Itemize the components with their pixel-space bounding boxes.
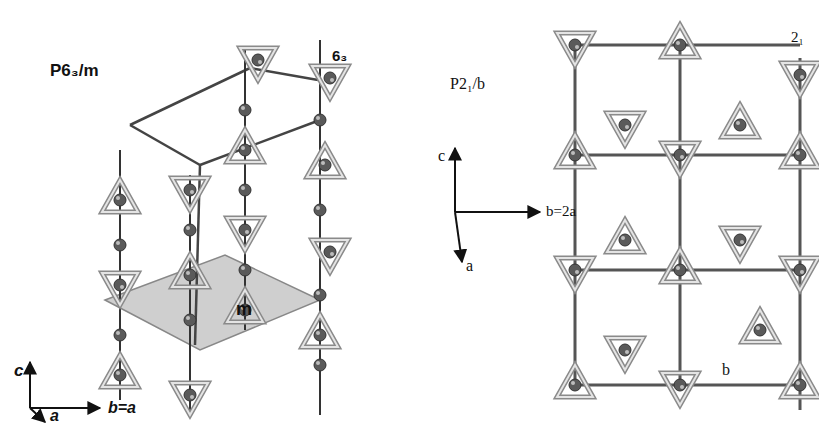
structure-part [172,383,208,415]
structure-part [782,258,818,290]
structure-part [102,180,138,212]
structure-part [575,269,800,272]
structure-part [105,255,320,350]
structure-part [575,44,800,47]
axes-left [30,362,100,422]
axis-label: b=2a [546,204,576,219]
structure-part [314,359,326,371]
triangle-groups [557,25,818,405]
structure-part [575,384,800,387]
structure-part [314,289,326,301]
structure-part [30,408,45,422]
structure-part [239,264,251,276]
structure-part [314,204,326,216]
structure-part [102,355,138,387]
screw-axes [120,40,320,415]
structure-part [314,114,326,126]
axis-label: c [14,362,23,379]
space-group-label: P2₁/b [450,76,485,92]
structure-part [184,314,196,326]
structure-part [312,66,348,98]
structure-part [557,135,593,167]
structure-part [557,33,593,65]
axis-label: b [722,362,730,378]
structure-part [662,373,698,405]
axis-label: 2₁ [791,30,804,45]
axis-label: 6₃ [332,48,347,63]
structure-part [662,250,698,282]
structure-part [302,315,338,347]
axis-label: a [466,258,473,274]
axis-label: a [50,408,59,424]
structure-part [455,212,462,262]
structure-part [227,130,263,162]
mirror-plane [105,255,320,350]
axis-label: c [438,148,445,164]
structure-part [722,228,758,260]
structure-part [799,58,802,410]
axes-right [455,148,540,262]
axis-label: b=a [108,400,136,416]
structure-part [557,365,593,397]
structure-part [307,145,343,177]
structure-part [227,218,263,250]
structure-part [30,407,100,409]
structure-part [662,143,698,175]
structure-part [240,48,276,80]
structure-part [742,310,778,342]
structure-part [130,125,200,165]
structure-part [782,365,818,397]
structure-part [239,104,251,116]
structure-part [29,362,31,408]
structure-part [102,273,138,305]
cell-edges [130,68,320,345]
structure-part [722,105,758,137]
structure-part [227,290,263,322]
structure-part [239,184,251,196]
structure-part [662,25,698,57]
structure-part [607,220,643,252]
structure-part [782,63,818,95]
structure-part [455,211,540,213]
triangle-groups [102,48,348,415]
atom-chain [114,104,326,371]
cell-edges [575,45,800,410]
structure-part [172,255,208,287]
structure-part [607,338,643,370]
structure-part [782,135,818,167]
plane-label: m [236,300,252,318]
structure-part [557,258,593,290]
structure-part [607,113,643,145]
structure-part [184,224,196,236]
structure-part [114,239,126,251]
structure-part [172,178,208,210]
space-group-label: P6₃/m [50,62,99,79]
structure-part [200,120,320,165]
structure-part [114,329,126,341]
structure-part [575,154,800,157]
structure-part [130,68,250,125]
structure-part [454,148,456,212]
structure-part [679,45,682,385]
structure-part [312,240,348,272]
